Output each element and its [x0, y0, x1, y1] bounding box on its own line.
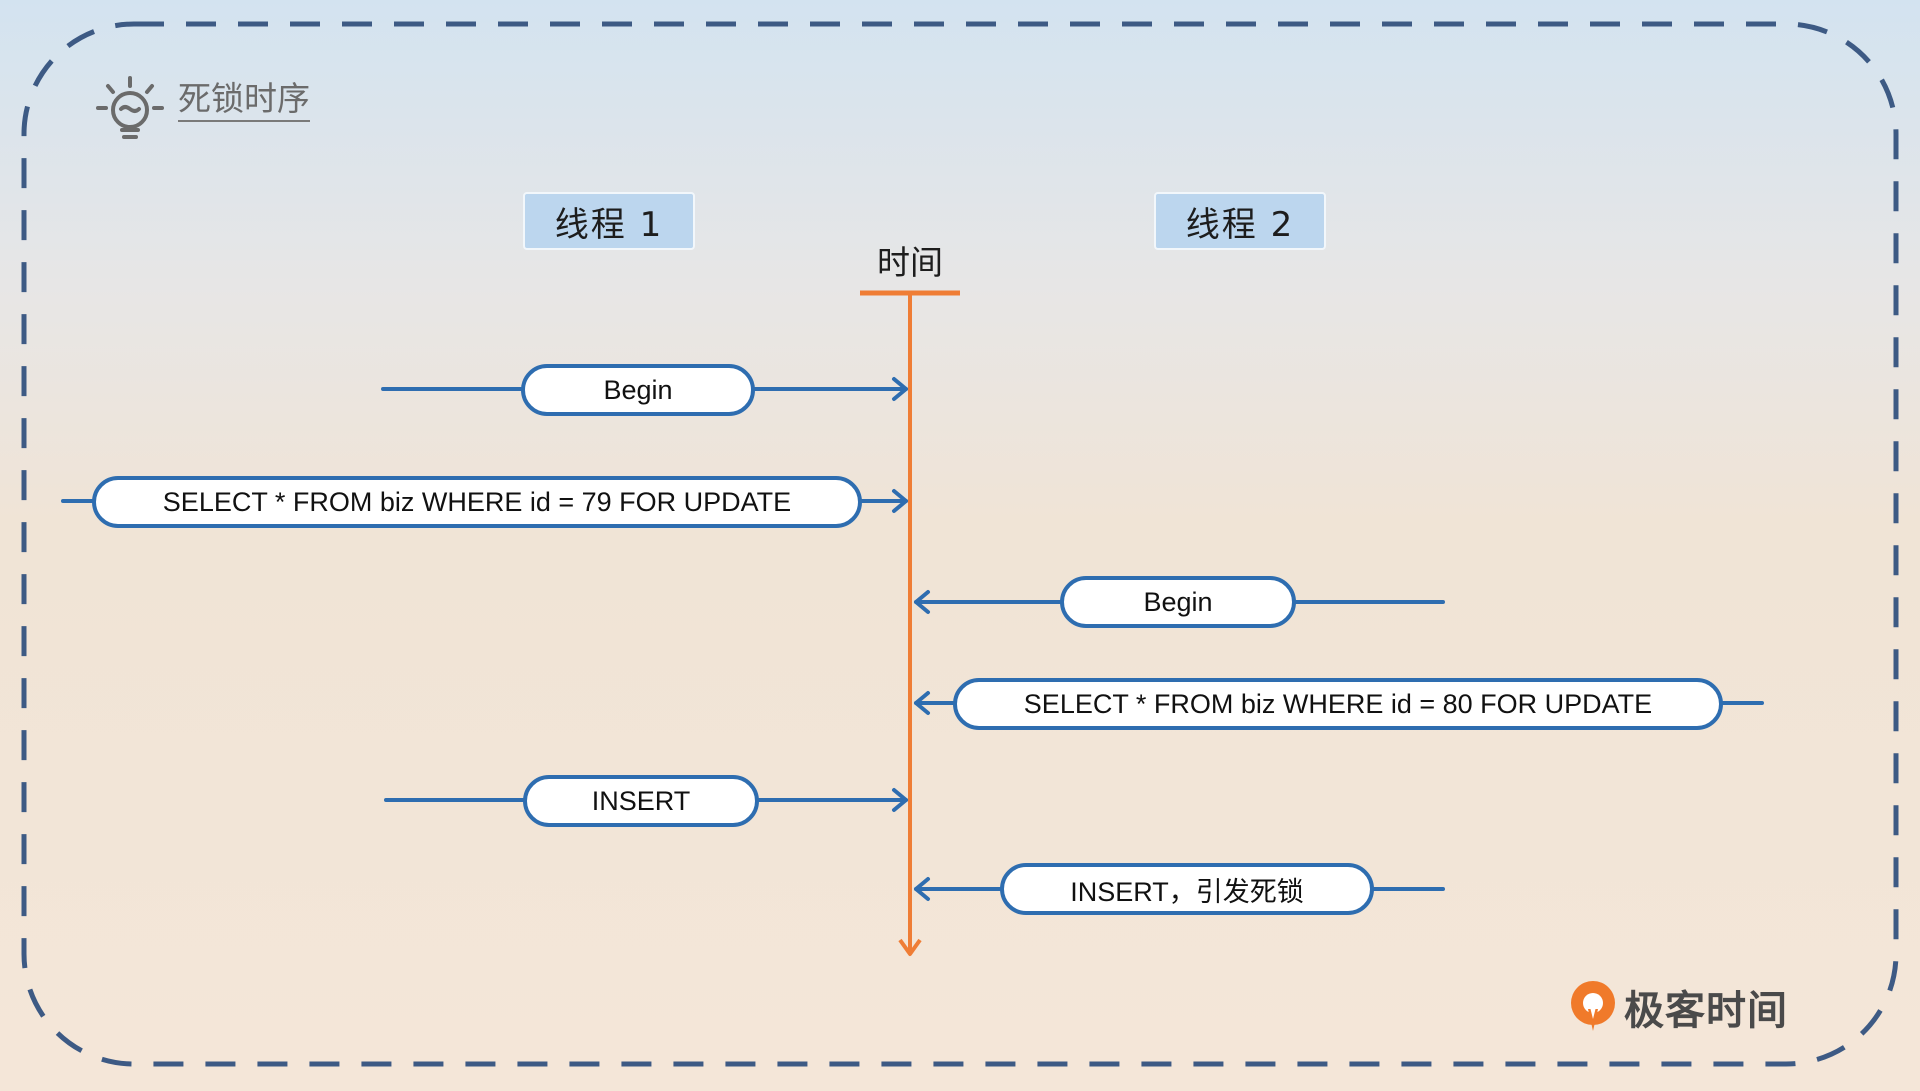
event-1-pill: Begin: [521, 364, 755, 416]
arrow-event-2: [892, 489, 908, 513]
thread-1-header: 线程 1: [523, 192, 695, 250]
event-6-pill: INSERT，引发死锁: [1000, 863, 1374, 915]
time-axis-label: 时间: [877, 243, 943, 282]
brand-name: 极客时间: [1624, 988, 1788, 1034]
brand-logo: 极客时间: [1568, 978, 1788, 1036]
arrow-event-1: [892, 377, 908, 401]
geektime-logo-icon: [1571, 981, 1615, 1031]
event-2-pill: SELECT * FROM biz WHERE id = 79 FOR UPDA…: [92, 476, 862, 528]
arrow-event-4: [914, 691, 930, 715]
event-3-pill: Begin: [1060, 576, 1296, 628]
diagram-title: 死锁时序: [178, 80, 310, 122]
arrow-event-6: [914, 877, 930, 901]
event-5-pill: INSERT: [523, 775, 759, 827]
lightbulb-icon: [96, 76, 164, 139]
arrow-event-5: [892, 788, 908, 812]
event-4-pill: SELECT * FROM biz WHERE id = 80 FOR UPDA…: [953, 678, 1723, 730]
arrow-event-3: [914, 590, 930, 614]
thread-2-header: 线程 2: [1154, 192, 1326, 250]
